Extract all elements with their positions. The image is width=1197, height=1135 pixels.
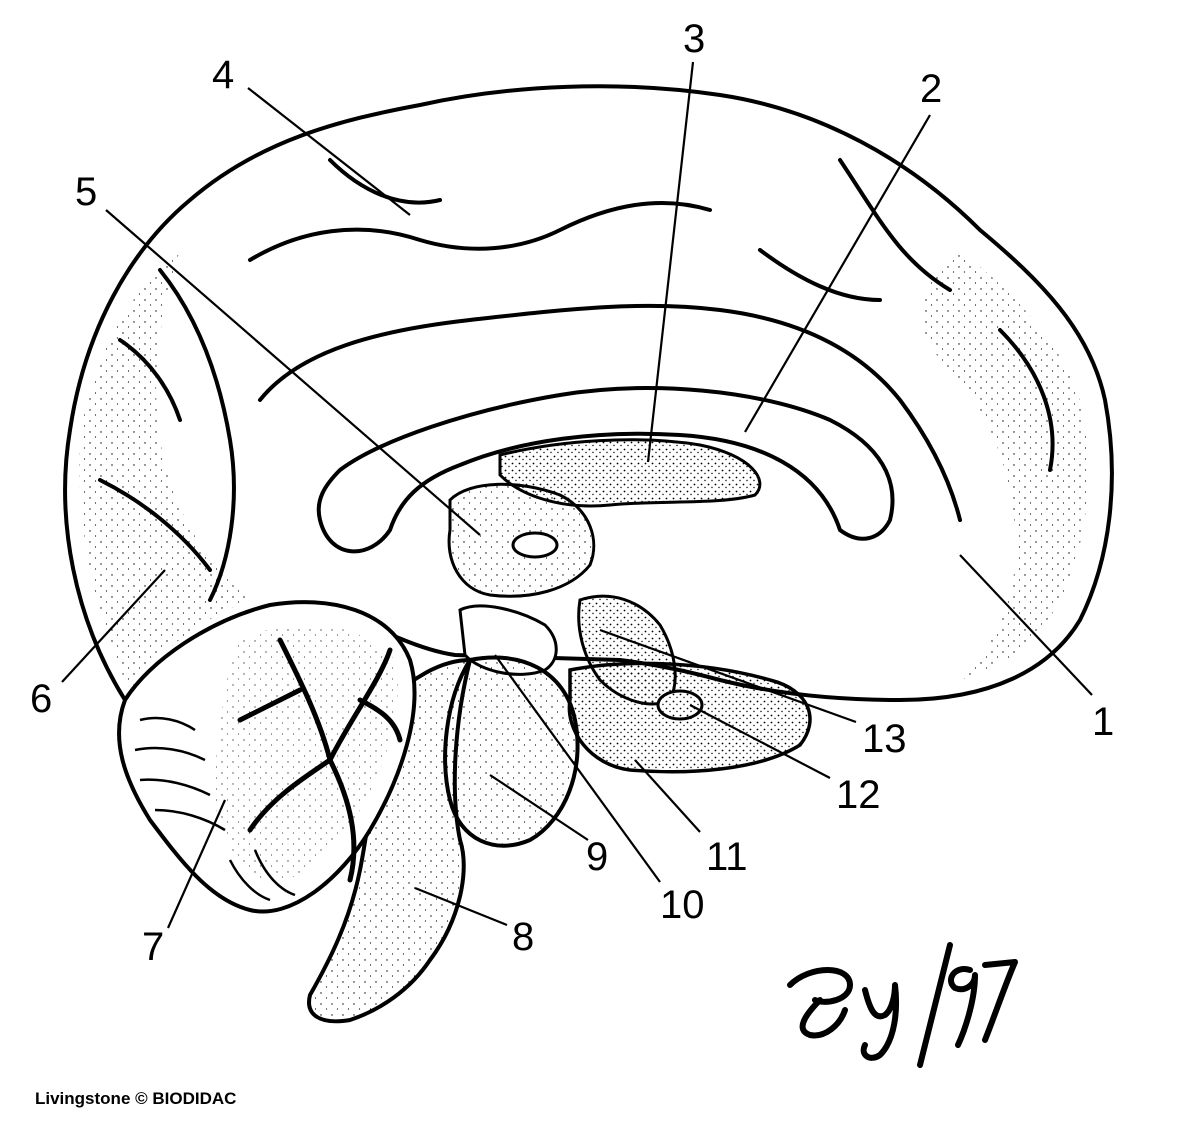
gyrus-stipple-frontal	[921, 250, 1089, 680]
leader-line-5	[105, 209, 481, 536]
leader-line-2	[744, 114, 931, 433]
leader-line-3	[646, 61, 695, 463]
leader-line-12	[689, 704, 831, 779]
credit-line: Livingstone © BIODIDAC	[35, 1089, 236, 1109]
leader-line-1	[959, 554, 1093, 696]
callout-number-7: 7	[142, 925, 164, 969]
sulcus-precuneus	[118, 338, 182, 422]
credit-organization: BIODIDAC	[152, 1089, 237, 1108]
leader-line-10	[494, 654, 661, 883]
copyright-symbol: ©	[135, 1089, 148, 1108]
corpus-callosum	[316, 386, 895, 554]
medulla-oblongata	[307, 657, 473, 1024]
leader-line-4	[247, 87, 411, 216]
sulcus-cingulate	[258, 303, 962, 522]
leader-line-8	[414, 886, 508, 927]
leader-line-6	[61, 569, 166, 683]
leader-line-7	[166, 799, 227, 929]
callout-number-9: 9	[586, 835, 608, 879]
sulcus-parieto-occipital	[158, 268, 236, 602]
sulcus-upper	[248, 200, 712, 262]
handwritten-signature	[787, 942, 1018, 1068]
callout-number-12: 12	[836, 773, 881, 817]
cerebellum-stipple	[214, 624, 399, 882]
leader-line-13	[599, 628, 857, 724]
callout-number-10: 10	[660, 883, 705, 927]
callout-number-5: 5	[75, 170, 97, 214]
credit-author: Livingstone	[35, 1089, 131, 1108]
sulcus-calcarine	[98, 478, 212, 572]
leader-line-11	[634, 759, 701, 833]
leader-line-9	[489, 774, 589, 841]
callout-number-2: 2	[920, 67, 942, 111]
callout-number-6: 6	[30, 677, 52, 721]
interthalamic-adhesion	[511, 531, 559, 559]
callout-number-8: 8	[512, 915, 534, 959]
sulcus-frontal-1	[838, 158, 952, 292]
callout-number-1: 1	[1092, 700, 1114, 744]
callout-number-3: 3	[683, 17, 705, 61]
sulcus-parietal	[328, 158, 442, 205]
gyrus-stipple-occipital	[79, 250, 250, 690]
callout-number-13: 13	[862, 717, 907, 761]
sulcus-frontal-3	[758, 248, 882, 302]
sulcus-frontal-2	[998, 328, 1055, 472]
callout-number-11: 11	[706, 835, 748, 879]
callout-number-4: 4	[212, 53, 234, 97]
temporal-lobe	[567, 661, 812, 774]
